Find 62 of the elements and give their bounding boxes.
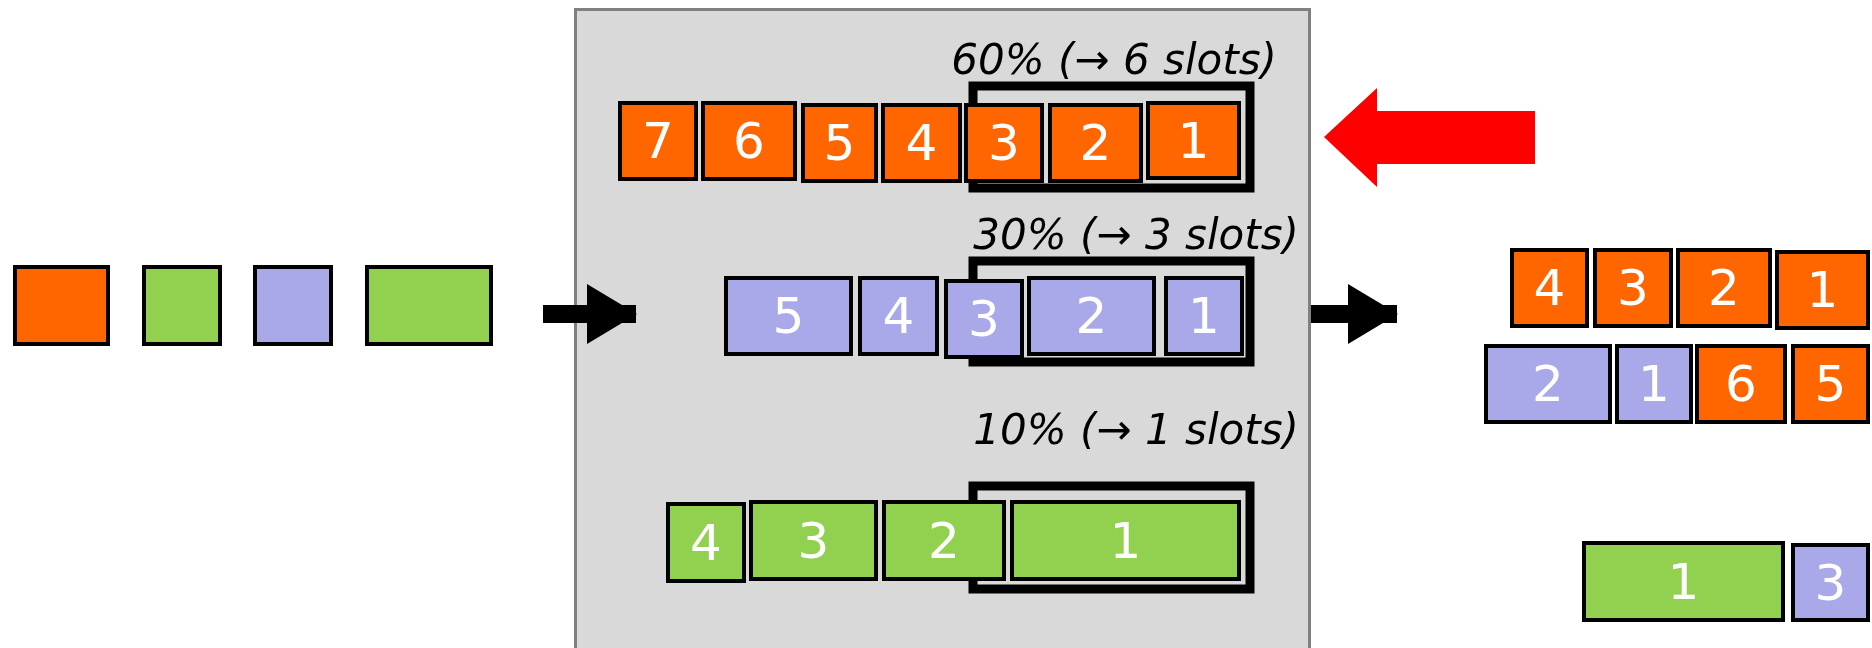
slot-box xyxy=(1775,250,1870,330)
slot-number: 1 xyxy=(1177,115,1210,166)
arrow xyxy=(543,284,637,344)
slot-box xyxy=(1695,344,1787,424)
queue-item-box xyxy=(13,265,110,346)
slot-box xyxy=(1048,103,1143,183)
arrow xyxy=(1311,284,1398,344)
slot-box xyxy=(1582,541,1785,622)
slot-box xyxy=(1791,543,1870,622)
slot-box xyxy=(749,500,878,581)
slot-box xyxy=(882,500,1006,581)
slot-number: 2 xyxy=(928,515,960,566)
slot-box xyxy=(1791,344,1870,424)
slot-number: 1 xyxy=(1667,556,1700,607)
slot-number: 3 xyxy=(1814,557,1847,608)
slot-number: 2 xyxy=(1708,263,1740,313)
slot-number: 6 xyxy=(733,116,765,166)
slot-box xyxy=(1484,344,1612,424)
slot-number: 3 xyxy=(968,294,1000,344)
slot-number: 3 xyxy=(988,118,1020,168)
slot-number: 1 xyxy=(1806,265,1839,315)
percent-label: 30% (→ 3 slots) xyxy=(973,214,1299,256)
slot-number: 2 xyxy=(1532,359,1564,409)
slot-box xyxy=(881,103,962,183)
slot-number: 6 xyxy=(1725,359,1757,409)
slot-box xyxy=(1146,101,1241,180)
slot-box xyxy=(1164,276,1244,356)
slot-number: 1 xyxy=(1188,291,1220,341)
slot-number: 2 xyxy=(1075,291,1108,341)
slot-box xyxy=(618,101,698,181)
slot-number: 3 xyxy=(1617,263,1649,313)
slot-number: 5 xyxy=(772,291,805,341)
queue-item-box xyxy=(365,265,493,346)
slot-box xyxy=(701,101,797,181)
slot-number: 5 xyxy=(823,118,856,168)
slot-number: 3 xyxy=(797,515,830,566)
slot-box xyxy=(1010,500,1241,581)
slot-number: 4 xyxy=(905,118,938,168)
slot-number: 4 xyxy=(882,291,915,341)
slot-number: 4 xyxy=(690,517,722,568)
slot-box xyxy=(801,103,878,183)
slot-box xyxy=(724,276,853,356)
slot-box xyxy=(1027,276,1156,356)
percent-label: 60% (→ 6 slots) xyxy=(951,39,1277,81)
slot-number: 1 xyxy=(1638,359,1670,409)
queue-item-box xyxy=(253,265,333,346)
slot-number: 2 xyxy=(1079,118,1112,168)
slot-box xyxy=(1593,248,1673,328)
slot-number: 5 xyxy=(1814,359,1847,409)
slot-number: 4 xyxy=(1533,263,1566,313)
slot-box xyxy=(666,502,746,583)
slot-box xyxy=(1676,248,1772,328)
slot-box xyxy=(1510,248,1589,328)
slot-number: 7 xyxy=(642,116,674,166)
slot-number: 1 xyxy=(1109,515,1142,566)
slot-box xyxy=(964,103,1044,183)
slot-box xyxy=(858,276,939,356)
slot-box xyxy=(944,279,1024,359)
queue-item-box xyxy=(142,265,222,346)
slot-box xyxy=(1615,344,1693,424)
queue-panel xyxy=(574,8,1311,648)
percent-label: 10% (→ 1 slots) xyxy=(973,409,1299,451)
